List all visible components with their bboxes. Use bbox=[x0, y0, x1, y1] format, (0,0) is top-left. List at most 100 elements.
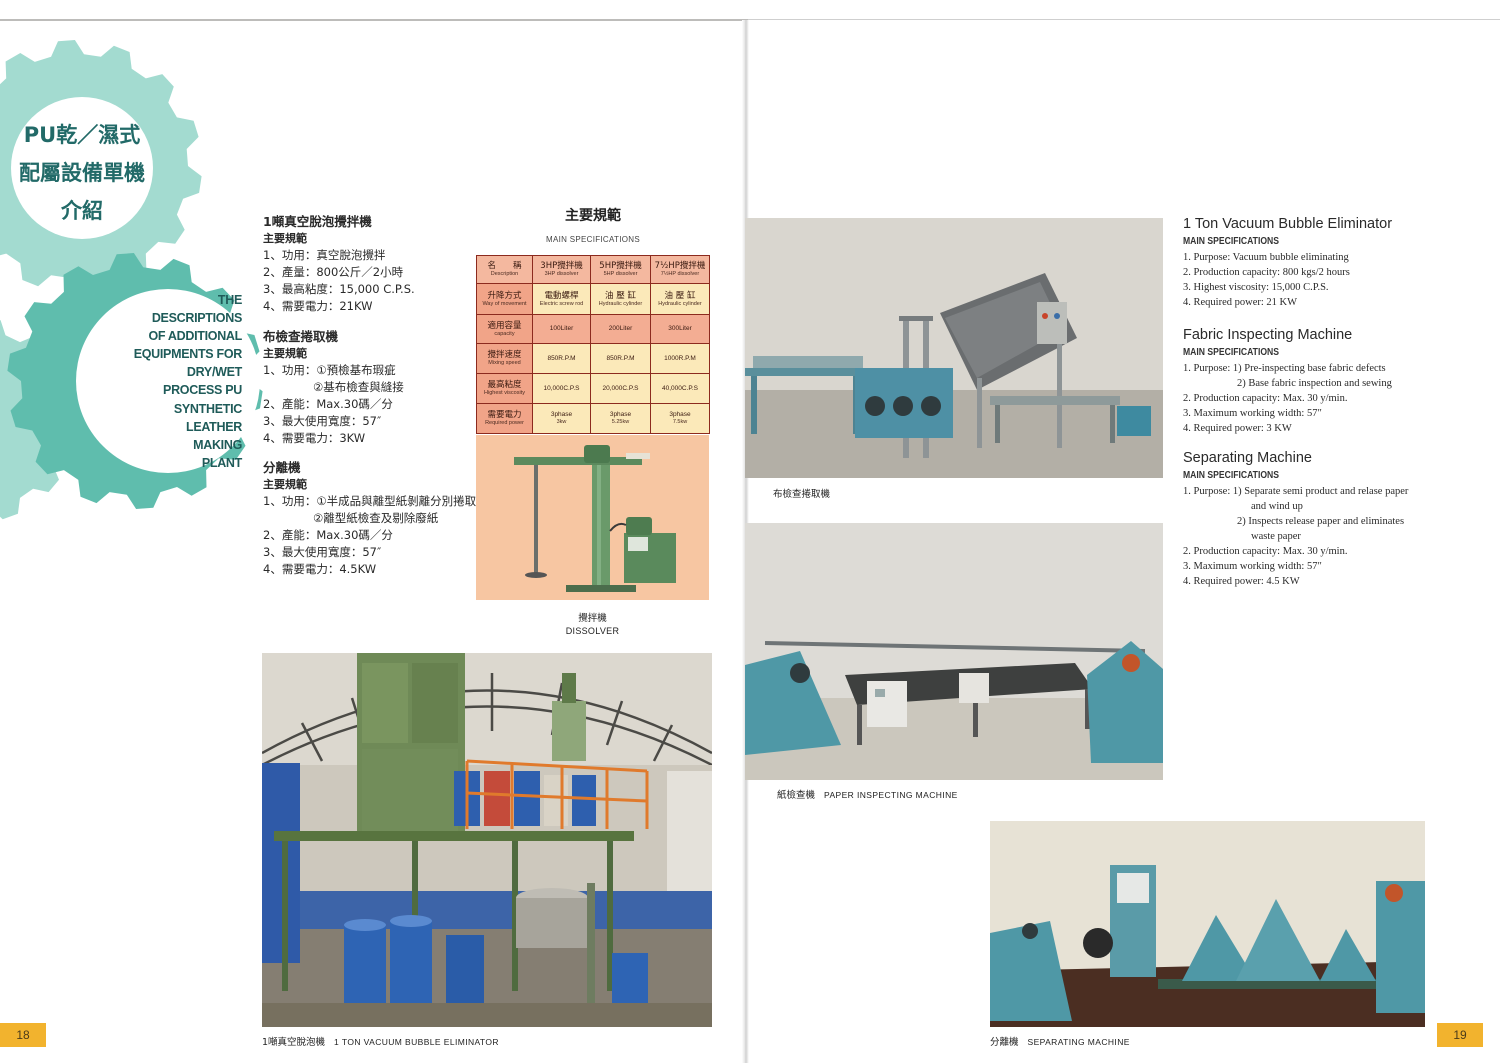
caption-en: SEPARATING MACHINE bbox=[1027, 1037, 1130, 1047]
spec-subtitle: MAIN SPECIFICATIONS bbox=[1183, 235, 1279, 247]
green-tower bbox=[357, 653, 465, 839]
spec-title: Separating Machine bbox=[1183, 450, 1312, 466]
table-cell: 40,000C.P.S bbox=[650, 373, 710, 404]
dissolver-photo bbox=[476, 435, 709, 600]
table-subheading: MAIN SPECIFICATIONS bbox=[545, 235, 640, 244]
title-line: THE bbox=[217, 293, 242, 307]
spec-title: Fabric Inspecting Machine bbox=[1183, 327, 1353, 343]
gear-hole bbox=[76, 289, 260, 473]
spec-line: 4. Required power: 4.5 KW bbox=[1183, 576, 1300, 587]
fabric-inspecting-machine-photo bbox=[745, 218, 1163, 478]
paper-inspecting-machine-photo bbox=[745, 523, 1163, 780]
title-line: 介紹 bbox=[61, 199, 103, 223]
spec-line: 4、需要電力：4.5KW bbox=[263, 562, 377, 576]
right-rewind-unit bbox=[1087, 641, 1163, 763]
table-cell: 100Liter bbox=[532, 314, 591, 344]
mixing-tank bbox=[516, 883, 595, 1003]
caption-zh: 攪拌機 bbox=[578, 613, 607, 624]
table-cell: 10,000C.P.S bbox=[532, 373, 591, 404]
separating-machine-photo bbox=[990, 821, 1425, 1027]
orange-railing bbox=[465, 759, 649, 829]
title-line: DRY/WET bbox=[186, 365, 242, 380]
spec-line: 1. Purpose: 1) Pre-inspecting base fabri… bbox=[1183, 363, 1386, 374]
right-unit bbox=[1376, 881, 1425, 1013]
spec-subtitle: 主要規範 bbox=[263, 232, 307, 245]
table-cell: 850R.P.M bbox=[590, 343, 651, 374]
table-cell: 850R.P.M bbox=[532, 343, 591, 374]
spec-block-fabric-en: Fabric Inspecting Machine MAIN SPECIFICA… bbox=[1183, 326, 1483, 436]
spec-subtitle: 主要規範 bbox=[263, 347, 307, 360]
spec-line: 2、產能：Max.30碼／分 bbox=[263, 397, 393, 411]
caption-en: 1 TON VACUUM BUBBLE ELIMINATOR bbox=[334, 1037, 499, 1047]
spec-line: 3、最大使用寬度：57″ bbox=[263, 414, 382, 428]
caption-zh: 布檢查捲取機 bbox=[773, 489, 831, 500]
title-line: PU乾／濕式 bbox=[23, 123, 141, 147]
spec-subtitle: MAIN SPECIFICATIONS bbox=[1183, 469, 1279, 481]
spec-line: 2) Inspects release paper and eliminates bbox=[1237, 516, 1405, 527]
platform-drums bbox=[454, 771, 596, 826]
title-line: SYNTHETIC bbox=[173, 401, 242, 416]
spec-line: 1、功用：①半成品與離型紙剝離分別捲取 bbox=[263, 494, 477, 508]
spec-line: 2、產能：Max.30碼／分 bbox=[263, 528, 393, 542]
drive-motor bbox=[1117, 406, 1151, 436]
table-cell: 1000R.P.M bbox=[650, 343, 710, 374]
table-heading: 主要規範 bbox=[565, 208, 621, 224]
table-cell: 300Liter bbox=[650, 314, 710, 344]
spec-line: 1、功用：①預檢基布瑕疵 bbox=[263, 363, 396, 377]
spec-title: 布檢查捲取機 bbox=[263, 329, 339, 344]
spec-block-separating-zh: 分離機 主要規範 1、功用：①半成品與離型紙剝離分別捲取 ②離型紙檢查及剔除廢紙… bbox=[263, 459, 478, 578]
spec-line: ②離型紙檢查及剔除廢紙 bbox=[313, 511, 439, 525]
page-edge-right bbox=[748, 19, 1500, 20]
roller-unit bbox=[855, 368, 953, 438]
paper-photo-caption: 紙檢查機 PAPER INSPECTING MACHINE bbox=[777, 787, 958, 801]
title-line: OF ADDITIONAL bbox=[148, 329, 242, 344]
caption-en: DISSOLVER bbox=[565, 626, 620, 636]
fabric-photo-caption: 布檢查捲取機 bbox=[773, 486, 830, 500]
dissolver-machine bbox=[514, 445, 676, 592]
blue-drums bbox=[344, 915, 648, 1003]
left-unwind-unit bbox=[745, 651, 841, 755]
vacuum-bubble-eliminator-photo bbox=[262, 653, 712, 1027]
caption-zh: 紙檢查機 bbox=[777, 790, 816, 801]
spec-line: 3. Maximum working width: 57″ bbox=[1183, 561, 1322, 572]
title-line: MAKING bbox=[193, 437, 242, 452]
title-chinese: PU乾／濕式 配屬設備單機 介紹 bbox=[8, 116, 156, 230]
spec-subtitle: MAIN SPECIFICATIONS bbox=[1183, 346, 1279, 358]
spec-line: and wind up bbox=[1251, 501, 1303, 512]
spec-line: 2) Base fabric inspection and sewing bbox=[1237, 378, 1392, 389]
table-cell: 20,000C.P.S bbox=[590, 373, 651, 404]
spec-line: 2. Production capacity: 800 kgs/2 hours bbox=[1183, 267, 1350, 278]
page-edge-left bbox=[0, 19, 748, 21]
left-unit bbox=[990, 921, 1072, 1021]
page-number-left: 18 bbox=[0, 1023, 46, 1047]
spec-line: 2. Production capacity: Max. 30 y/min. bbox=[1183, 546, 1348, 557]
dissolver-caption: 攪拌機 DISSOLVER bbox=[476, 613, 709, 637]
spec-line: 1、功用：真空脫泡攪拌 bbox=[263, 248, 386, 262]
spec-line: 4. Required power: 21 KW bbox=[1183, 297, 1298, 308]
spec-line: 4、需要電力：3KW bbox=[263, 431, 366, 445]
spec-title: 分離機 bbox=[263, 460, 301, 475]
spec-title: 1噸真空脫泡攪拌機 bbox=[263, 214, 372, 229]
spec-line: 3. Highest viscosity: 15,000 C.P.S. bbox=[1183, 282, 1329, 293]
table-cell: 200Liter bbox=[590, 314, 651, 344]
caption-en: PAPER INSPECTING MACHINE bbox=[824, 790, 958, 800]
spec-line: waste paper bbox=[1251, 531, 1301, 542]
